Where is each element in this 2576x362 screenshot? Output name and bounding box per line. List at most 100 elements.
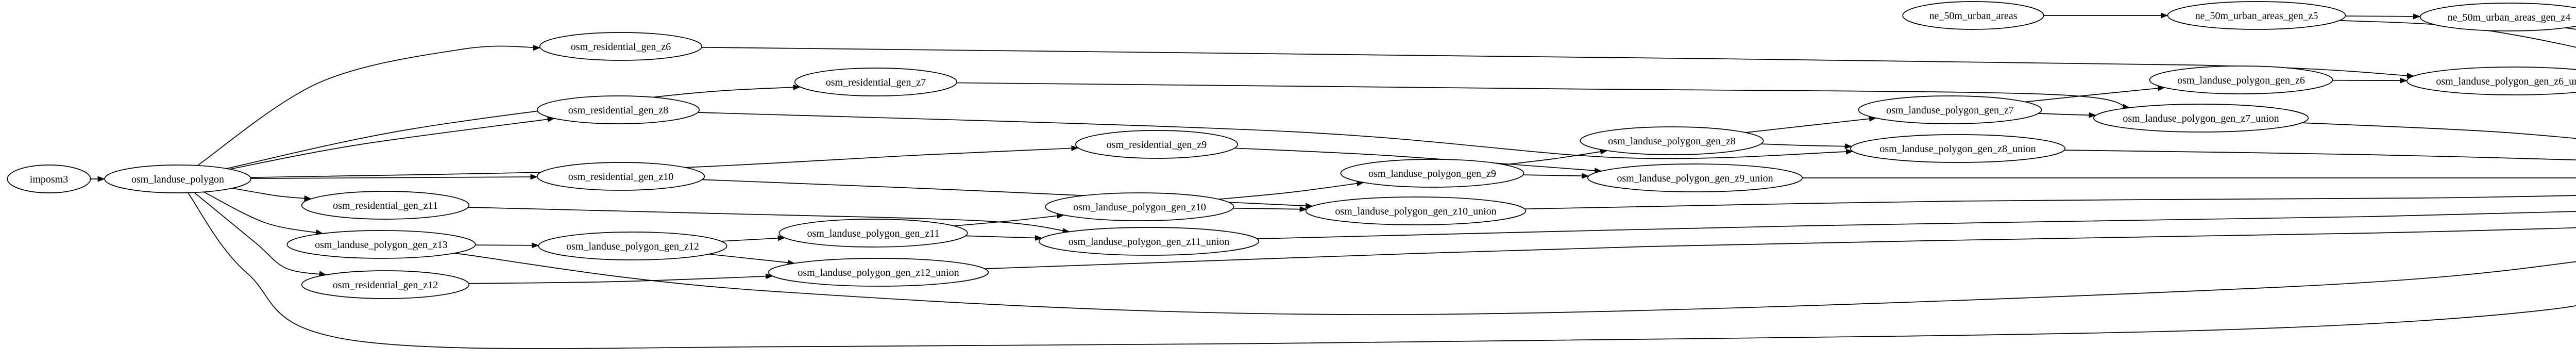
edge-osm_landuse_polygon-to-osm_residential_gen_z7 [226, 84, 801, 169]
node-label: osm_landuse_polygon_gen_z10 [1073, 202, 1206, 213]
node-osm_residential_gen_z9: osm_residential_gen_z9 [1075, 130, 1239, 159]
node-osm_landuse_polygon_gen_z8_union: osm_landuse_polygon_gen_z8_union [1850, 134, 2066, 163]
nodes-layer: imposm3 osm_landuse_polygon osm_residentia… [7, 1, 2576, 299]
node-shape [1045, 192, 1234, 221]
node-shape [2167, 1, 2346, 30]
edge-osm_landuse_polygon_gen_z8_union-to-record-z8 [2064, 150, 2576, 160]
node-shape [538, 232, 727, 260]
node-label: osm_residential_gen_z10 [568, 171, 673, 183]
node-osm_landuse_polygon_gen_z12: osm_landuse_polygon_gen_z12 [538, 232, 727, 260]
edge-ne_50m_urban_areas_gen_z5-to-ne_50m_urban_areas_gen_z4 [2345, 13, 2421, 20]
node-label: osm_landuse_polygon_gen_z11_union [1069, 236, 1230, 248]
node-label: osm_landuse_polygon_gen_z7_union [2123, 113, 2279, 124]
node-shape [539, 32, 703, 61]
edge-osm_landuse_polygon_gen_z10-to-osm_landuse_polygon_gen_z9 [1218, 180, 1364, 200]
node-label: osm_landuse_polygon_gen_z12 [566, 241, 699, 252]
node-shape [7, 164, 91, 193]
node-osm_landuse_polygon_gen_z13: osm_landuse_polygon_gen_z13 [286, 230, 476, 259]
node-label: ne_50m_urban_areas_gen_z4 [2448, 12, 2571, 23]
node-label: osm_residential_gen_z12 [333, 279, 438, 291]
node-shape [1075, 130, 1239, 159]
node-shape [1580, 126, 1764, 155]
node-ne_50m_urban_areas: ne_50m_urban_areas [1902, 1, 2044, 30]
edge-osm_residential_gen_z10-to-osm_landuse_polygon_gen_z10_union [702, 179, 1313, 209]
edge-osm_landuse_polygon_gen_z12-to-osm_landuse_polygon_gen_z11 [721, 235, 786, 242]
node-label: osm_landuse_polygon_gen_z8_union [1879, 143, 2036, 155]
edge-osm_landuse_polygon_gen_z8-to-osm_landuse_polygon_gen_z8_union [1760, 143, 1853, 150]
edge-osm_landuse_polygon_gen_z12_union-to-record-z12 [985, 227, 2576, 269]
edge-osm_landuse_polygon-to-osm_landuse_polygon_gen_z13 [204, 191, 324, 235]
node-label: osm_residential_gen_z9 [1107, 139, 1207, 151]
node-osm_landuse_polygon_gen_z7_union: osm_landuse_polygon_gen_z7_union [2093, 104, 2309, 133]
node-label: osm_landuse_polygon_gen_z8 [1608, 136, 1736, 147]
node-label: osm_residential_gen_z8 [568, 105, 668, 116]
edge-osm_landuse_polygon_gen_z11-to-osm_landuse_polygon_gen_z10 [954, 213, 1065, 226]
node-ne_50m_urban_areas_gen_z5: ne_50m_urban_areas_gen_z5 [2167, 1, 2346, 30]
node-osm_residential_gen_z6: osm_residential_gen_z6 [539, 32, 703, 61]
node-label: ne_50m_urban_areas_gen_z5 [2195, 10, 2318, 22]
node-osm_landuse_polygon_gen_z10_union: osm_landuse_polygon_gen_z10_union [1305, 196, 1527, 225]
edge-osm_landuse_polygon_gen_z8-to-osm_landuse_polygon_gen_z7 [1745, 116, 1877, 133]
edge-osm_landuse_polygon-to-osm_residential_gen_z9 [250, 145, 1079, 178]
edge-osm_landuse_polygon-to-osm_residential_gen_z11 [232, 188, 312, 201]
edge-osm_landuse_polygon_gen_z11-to-osm_landuse_polygon_gen_z11_union [965, 235, 1043, 241]
node-osm_landuse_polygon_gen_z7: osm_landuse_polygon_gen_z7 [1858, 95, 2042, 124]
node-shape [536, 95, 700, 124]
node-label: osm_landuse_polygon_gen_z12_union [798, 267, 959, 278]
node-label: imposm3 [30, 174, 68, 185]
node-osm_landuse_polygon_gen_z6: osm_landuse_polygon_gen_z6 [2149, 65, 2333, 94]
node-osm_landuse_polygon_gen_z10: osm_landuse_polygon_gen_z10 [1045, 192, 1234, 221]
edge-osm_landuse_polygon_gen_z7-to-osm_landuse_polygon_gen_z7_union [2038, 112, 2097, 118]
edge-osm_residential_gen_z12-to-osm_landuse_polygon_gen_z12_union [468, 273, 773, 284]
edge-ne_50m_urban_areas_gen_z5-to-record-z5 [2340, 20, 2576, 48]
node-shape [1340, 159, 1524, 188]
node-label: ne_50m_urban_areas [1929, 10, 2017, 22]
node-shape [301, 191, 470, 220]
node-osm_landuse_polygon: osm_landuse_polygon [104, 164, 251, 193]
edge-osm_landuse_polygon_gen_z9-to-osm_landuse_polygon_gen_z9_union [1523, 173, 1589, 179]
node-shape [1858, 95, 2042, 124]
node-shape [2149, 65, 2333, 94]
edge-osm_landuse_polygon_gen_z7-to-osm_landuse_polygon_gen_z6 [2025, 85, 2165, 103]
edge-osm_landuse_polygon-to-osm_residential_gen_z12 [194, 192, 327, 277]
node-shape [301, 270, 470, 299]
edge-osm_residential_gen_z8-to-osm_landuse_polygon_gen_z8_union [698, 112, 1854, 159]
node-label: osm_landuse_polygon_gen_z10_union [1335, 206, 1496, 217]
edge-osm_landuse_polygon-to-osm_residential_gen_z8 [229, 116, 555, 170]
node-osm_residential_gen_z7: osm_residential_gen_z7 [794, 68, 958, 96]
edge-osm_residential_gen_z11-to-osm_landuse_polygon_gen_z11_union [468, 207, 1070, 234]
node-label: osm_landuse_polygon [131, 174, 224, 185]
node-label: osm_residential_gen_z7 [826, 77, 926, 88]
edges-layer [90, 12, 2576, 349]
edge-osm_landuse_polygon_gen_z6-to-osm_landuse_polygon_gen_z6_union [2332, 77, 2408, 84]
node-osm_landuse_polygon_gen_z6_union: osm_landuse_polygon_gen_z6_union [2406, 67, 2576, 95]
edge-osm_landuse_polygon-to-osm_residential_gen_z6 [197, 45, 541, 166]
edge-osm_residential_gen_z6-to-osm_landuse_polygon_gen_z6_union [701, 46, 2415, 79]
node-shape [2093, 104, 2309, 133]
node-shape [1587, 163, 1803, 192]
edge-osm_landuse_polygon_gen_z10_union-to-record-z10 [1524, 195, 2576, 210]
node-osm_residential_gen_z11: osm_residential_gen_z11 [301, 191, 470, 220]
node-shape [104, 164, 251, 193]
node-osm_residential_gen_z12: osm_residential_gen_z12 [301, 270, 470, 299]
node-shape [2406, 67, 2576, 95]
edge-osm_landuse_polygon_gen_z13-to-record-z13 [454, 253, 2576, 315]
node-osm_landuse_polygon_gen_z9_union: osm_landuse_polygon_gen_z9_union [1587, 163, 1803, 192]
node-label: osm_landuse_polygon_gen_z13 [315, 239, 448, 251]
node-shape [536, 162, 705, 191]
node-shape [286, 230, 476, 259]
node-label: osm_landuse_polygon_gen_z6_union [2436, 76, 2576, 87]
node-label: osm_residential_gen_z11 [333, 200, 438, 211]
node-osm_residential_gen_z10: osm_residential_gen_z10 [536, 162, 705, 191]
node-shape [778, 219, 968, 248]
edge-osm_landuse_polygon-to-record-z14+ [188, 192, 2576, 349]
edge-osm_landuse_polygon_gen_z12-to-osm_landuse_polygon_gen_z12_union [708, 253, 795, 266]
edge-osm_landuse_polygon_gen_z11_union-to-record-z11 [1257, 211, 2576, 239]
node-osm_residential_gen_z8: osm_residential_gen_z8 [536, 95, 700, 124]
node-shape [1902, 1, 2044, 30]
node-osm_landuse_polygon_gen_z8: osm_landuse_polygon_gen_z8 [1580, 126, 1764, 155]
node-shape [768, 258, 989, 287]
node-shape [1305, 196, 1527, 225]
